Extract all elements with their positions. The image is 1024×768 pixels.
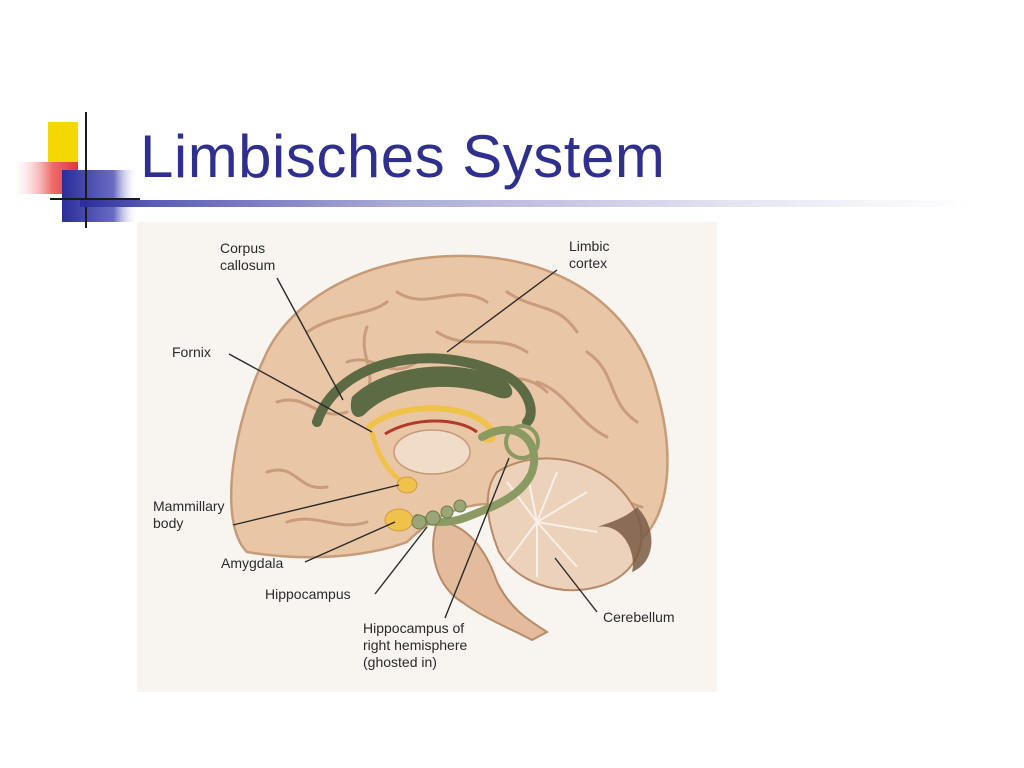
label-mammillary-body: Mammillary body (153, 498, 228, 531)
leader-mammillary-body (232, 484, 400, 526)
label-corpus-callosum: Corpus callosum (220, 240, 275, 273)
mammillary-body-structure (396, 476, 418, 494)
slide-logo (14, 112, 140, 228)
leader-corpus-callosum (276, 277, 344, 401)
hippocampus-loop (413, 425, 539, 526)
leader-limbic-cortex (446, 269, 558, 353)
logo-yellow-square (48, 122, 78, 162)
leader-lines (228, 269, 598, 619)
leader-hippocampus-right (444, 457, 510, 619)
leader-amygdala (304, 521, 396, 563)
slide-title: Limbisches System (140, 123, 666, 190)
logo-blue-square (62, 170, 136, 222)
cerebellum (486, 457, 643, 592)
hippocampus-structure (411, 499, 467, 530)
label-fornix: Fornix (172, 344, 211, 360)
corpus-callosum-structure (350, 366, 513, 417)
label-limbic-cortex: Limbic cortex (569, 238, 613, 271)
cerebellum-shadow (597, 507, 652, 572)
label-hippocampus-right-hemisphere: Hippocampus of right hemisphere (ghosted… (363, 620, 471, 670)
leader-hippocampus (374, 526, 428, 595)
label-cerebellum: Cerebellum (603, 609, 675, 625)
label-hippocampus: Hippocampus (265, 586, 351, 602)
fornix-structure (366, 405, 496, 443)
title-underline (80, 200, 970, 207)
label-amygdala: Amygdala (221, 555, 283, 571)
fornix-inner (384, 419, 478, 436)
leader-fornix (228, 353, 373, 433)
thalamus (393, 429, 471, 475)
corpus-callosum-outline (312, 353, 536, 427)
hippocampus-right-ring (504, 424, 540, 460)
limbic-system-diagram: Corpus callosum Limbic cortex Fornix Mam… (137, 222, 717, 692)
brainstem (432, 520, 549, 642)
leader-cerebellum (554, 557, 598, 613)
amygdala-structure (384, 508, 414, 532)
